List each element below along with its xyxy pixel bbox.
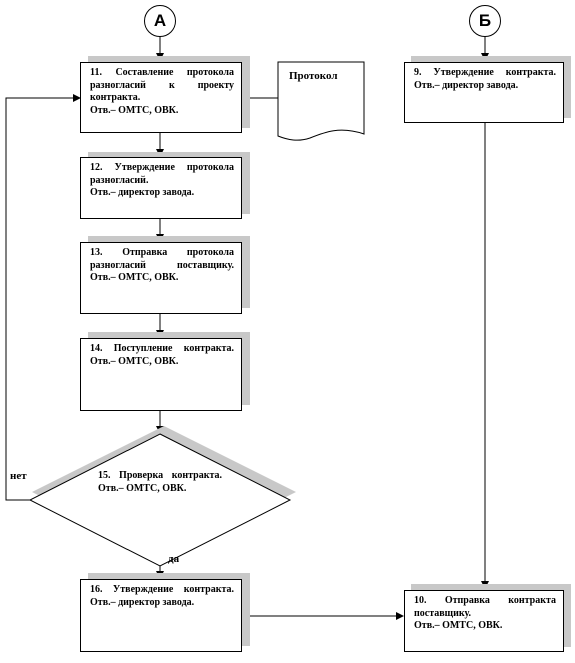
step-12-title: 12. Утверждение протокола разногласий.: [90, 162, 234, 186]
step-15-title: 15. Проверка контракта.: [98, 470, 222, 481]
step-11-responsible: Отв.– ОМТС, ОВК.: [90, 104, 179, 116]
document-label: Протокол: [289, 70, 338, 82]
step-12-box: 12. Утверждение протокола разногласий. О…: [80, 157, 242, 219]
step-14-title: 14. Поступление контракта.: [90, 343, 234, 354]
step-14-responsible: Отв.– ОМТС, ОВК.: [90, 355, 179, 367]
step-9-box: 9. Утверждение контракта. Отв.– директор…: [404, 62, 564, 123]
step-10-box: 10. Отправка контракта поставщику. Отв.–…: [404, 590, 564, 652]
step-10-responsible: Отв.– ОМТС, ОВК.: [414, 620, 503, 631]
step-13-title: 13. Отправка протокола разногласий поста…: [90, 247, 234, 271]
step-11-title: 11. Составление протокола разногласий к …: [90, 67, 234, 103]
document-shape: [277, 61, 365, 141]
connector-a: А: [144, 5, 176, 37]
arrow-no-loop: [5, 94, 81, 501]
step-13-box: 13. Отправка протокола разногласий поста…: [80, 242, 242, 314]
step-12-responsible: Отв.– директор завода.: [90, 187, 195, 198]
step-16-responsible: Отв.– директор завода.: [90, 596, 195, 608]
step-10-title: 10. Отправка контракта поставщику.: [414, 595, 556, 619]
step-14-box: 14. Поступление контракта. Отв.– ОМТС, О…: [80, 338, 242, 411]
step-13-responsible: Отв.– ОМТС, ОВК.: [90, 272, 179, 283]
branch-no-label: нет: [10, 470, 27, 482]
step-9-responsible: Отв.– директор завода.: [414, 79, 519, 91]
step-16-title: 16. Утверждение контракта.: [90, 584, 234, 595]
step-15-responsible: Отв.– ОМТС, ОВК.: [98, 482, 187, 494]
decision-diamond: [28, 433, 292, 567]
step-16-box: 16. Утверждение контракта. Отв.– директо…: [80, 579, 242, 652]
step-9-title: 9. Утверждение контракта.: [414, 67, 556, 78]
connector-b: Б: [469, 5, 501, 37]
branch-yes-label: да: [168, 553, 180, 565]
step-15-text: 15. Проверка контракта. Отв.– ОМТС, ОВК.: [98, 470, 222, 495]
step-11-box: 11. Составление протокола разногласий к …: [80, 62, 242, 133]
